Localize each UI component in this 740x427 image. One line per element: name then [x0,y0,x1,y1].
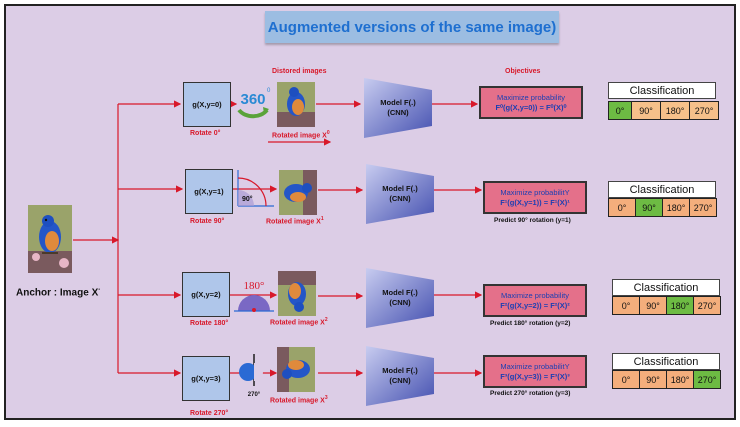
angle-180-icon: 180° [232,275,276,315]
angle-label-3: 270° [248,392,261,398]
class-cell-90deg: 90° [640,371,667,388]
class-cell-270deg: 270° [694,371,720,388]
angle-90-icon: 90° [234,168,276,210]
rotated-image-0 [277,82,315,127]
classification-row-1: 0° 90° 180° 270° [608,198,717,217]
bird-image [28,205,72,273]
rotated-image-label-0: Rotated image X0 [272,130,330,140]
rotate-label-2: Rotate 180° [190,320,229,327]
rotated-image-2 [278,271,316,316]
transform-box-1: g(X,y=1) [185,169,233,214]
class-cell-270deg: 270° [690,102,718,119]
anchor-label: Anchor : Image X- [16,287,101,299]
model-label: Model F(.) [382,288,418,297]
angle-label-1: 90° [242,195,253,203]
classification-title-3: Classification [612,353,720,370]
cnn-label: (CNN) [389,298,411,307]
cnn-label: (CNN) [389,194,411,203]
classification-row-3: 0° 90° 180° 270° [612,370,721,389]
rotated-image-label-2: Rotated image X2 [270,317,328,327]
predict-label-3: Predict 270° rotation (y=3) [490,390,571,397]
cnn-label: (CNN) [387,108,409,117]
transform-box-0: g(X,y=0) [183,82,231,127]
header-objectives: Objectives [505,68,541,75]
badge-360-text: 360 [240,91,265,108]
class-cell-0deg: 0° [609,199,636,216]
class-cell-180deg: 180° [661,102,690,119]
anchor-image [28,205,72,273]
rotated-image-3 [277,347,315,392]
model-cnn-3: Model F(.)(CNN) [366,346,434,406]
model-cnn-2: Model F(.)(CNN) [366,268,434,328]
model-cnn-1: Model F(.)(CNN) [366,164,434,224]
transform-box-2: g(X,y=2) [182,272,230,317]
classification-title-0: Classification [608,82,716,99]
rotate-label-1: Rotate 90° [190,218,225,225]
model-label: Model F(.) [380,98,416,107]
diagram-title: Augmented versions of the same image) [265,11,559,43]
bird-image [278,271,316,316]
class-cell-270deg: 270° [694,297,720,314]
rotated-image-label-3: Rotated image X3 [270,395,328,405]
header-distorted-images: Distored images [272,68,327,75]
rotation-360-icon: 360 0 [233,82,273,122]
transform-box-3: g(X,y=3) [182,356,230,401]
classification-row-0: 0° 90° 180° 270° [608,101,719,120]
model-label: Model F(.) [382,366,418,375]
predict-label-1: Predict 90° rotation (y=1) [494,217,571,224]
bird-image [277,82,315,127]
model-label: Model F(.) [382,184,418,193]
class-cell-90deg: 90° [636,199,663,216]
svg-text:0: 0 [267,88,271,94]
class-cell-180deg: 180° [663,199,690,216]
class-cell-270deg: 270° [690,199,716,216]
angle-label-2: 180° [244,280,265,292]
classification-title-2: Classification [612,279,720,296]
rotated-image-1 [279,170,317,215]
predict-label-2: Predict 180° rotation (y=2) [490,320,571,327]
class-cell-180deg: 180° [667,297,694,314]
class-cell-180deg: 180° [667,371,694,388]
bird-image [277,347,315,392]
rotate-label-0: Rotate 0° [190,130,221,137]
class-cell-0deg: 0° [609,102,632,119]
bird-image [279,170,317,215]
classification-row-2: 0° 90° 180° 270° [612,296,721,315]
cnn-label: (CNN) [389,376,411,385]
angle-270-icon: 270° [234,352,274,398]
class-cell-0deg: 0° [613,371,640,388]
classification-title-1: Classification [608,181,716,198]
rotate-label-3: Rotate 270° [190,410,229,417]
class-cell-0deg: 0° [613,297,640,314]
model-cnn-0: Model F(.)(CNN) [364,78,432,138]
class-cell-90deg: 90° [632,102,661,119]
class-cell-90deg: 90° [640,297,667,314]
rotated-image-label-1: Rotated image X1 [266,216,324,226]
